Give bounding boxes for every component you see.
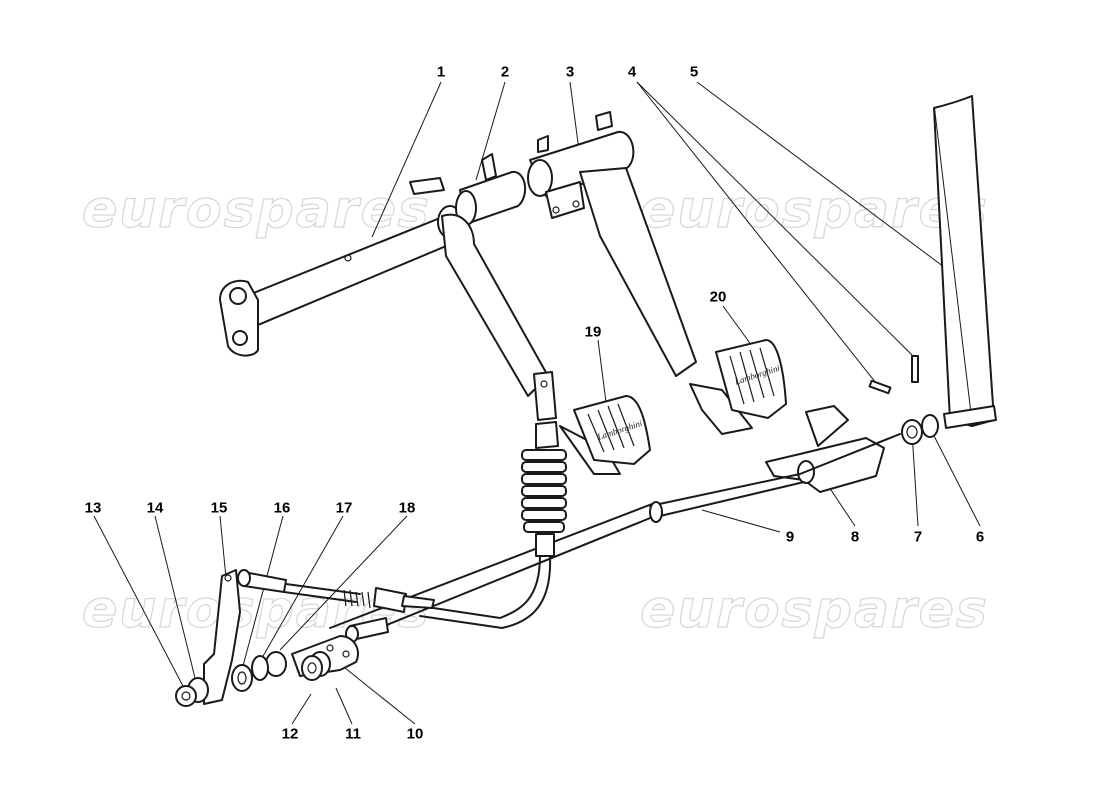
callout-13: 13: [84, 499, 102, 517]
callout-6: 6: [975, 528, 985, 546]
leader-lines: [93, 81, 981, 725]
callout-14: 14: [146, 499, 164, 517]
clutch-cable-boot: [419, 371, 567, 629]
callout-11: 11: [345, 725, 361, 743]
callout-17: 17: [335, 499, 353, 517]
callout-1: 1: [436, 63, 446, 81]
part-3-brake-hub: [527, 111, 697, 377]
callout-10: 10: [406, 725, 424, 743]
part-16-18-cable-ends: [237, 569, 435, 643]
callout-12: 12: [281, 725, 299, 743]
callout-2: 2: [500, 63, 510, 81]
callout-18: 18: [398, 499, 416, 517]
callout-9: 9: [785, 528, 795, 546]
part-6-7-bushes: [901, 414, 939, 445]
part-2-collar: [409, 153, 527, 226]
callout-3: 3: [565, 63, 575, 81]
part-15-lever-plate: [203, 569, 241, 705]
pedal-arm-left: [441, 213, 549, 397]
part-19-pedal-pad: Lamborghini: [559, 395, 651, 475]
part-5-accelerator-pedal: [933, 95, 997, 429]
callout-8: 8: [850, 528, 860, 546]
part-8-bracket: [765, 405, 885, 493]
callout-16: 16: [273, 499, 291, 517]
callout-19: 19: [584, 323, 602, 341]
callout-4: 4: [627, 63, 637, 81]
callout-5: 5: [689, 63, 699, 81]
hardware-nuts-washers: [175, 651, 331, 707]
callout-20: 20: [709, 288, 727, 306]
part-20-pedal-pad: Lamborghini: [689, 339, 787, 435]
part-4-pins: [868, 355, 919, 395]
callout-15: 15: [210, 499, 228, 517]
callout-7: 7: [913, 528, 923, 546]
part-1-pivot-shaft: [219, 205, 471, 357]
